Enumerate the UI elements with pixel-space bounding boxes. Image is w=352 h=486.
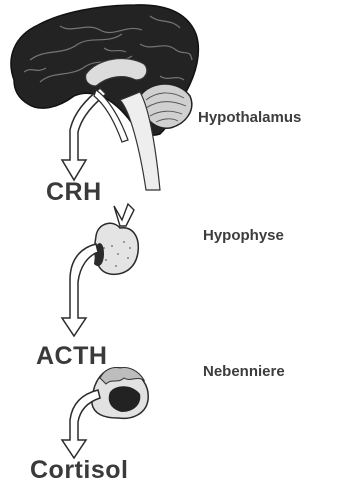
down-arrow-icon bbox=[62, 390, 100, 458]
adrenal-gland-icon bbox=[92, 367, 148, 418]
cortisol-label: Cortisol bbox=[30, 458, 128, 483]
down-arrow-icon bbox=[62, 244, 98, 336]
acth-label: ACTH bbox=[36, 344, 107, 369]
pituitary-gland-icon bbox=[94, 204, 138, 274]
hypophyse-label: Hypophyse bbox=[203, 228, 284, 243]
crh-label: CRH bbox=[46, 180, 102, 205]
hypothalamus-label: Hypothalamus bbox=[198, 110, 301, 125]
nebenniere-label: Nebenniere bbox=[203, 364, 285, 379]
